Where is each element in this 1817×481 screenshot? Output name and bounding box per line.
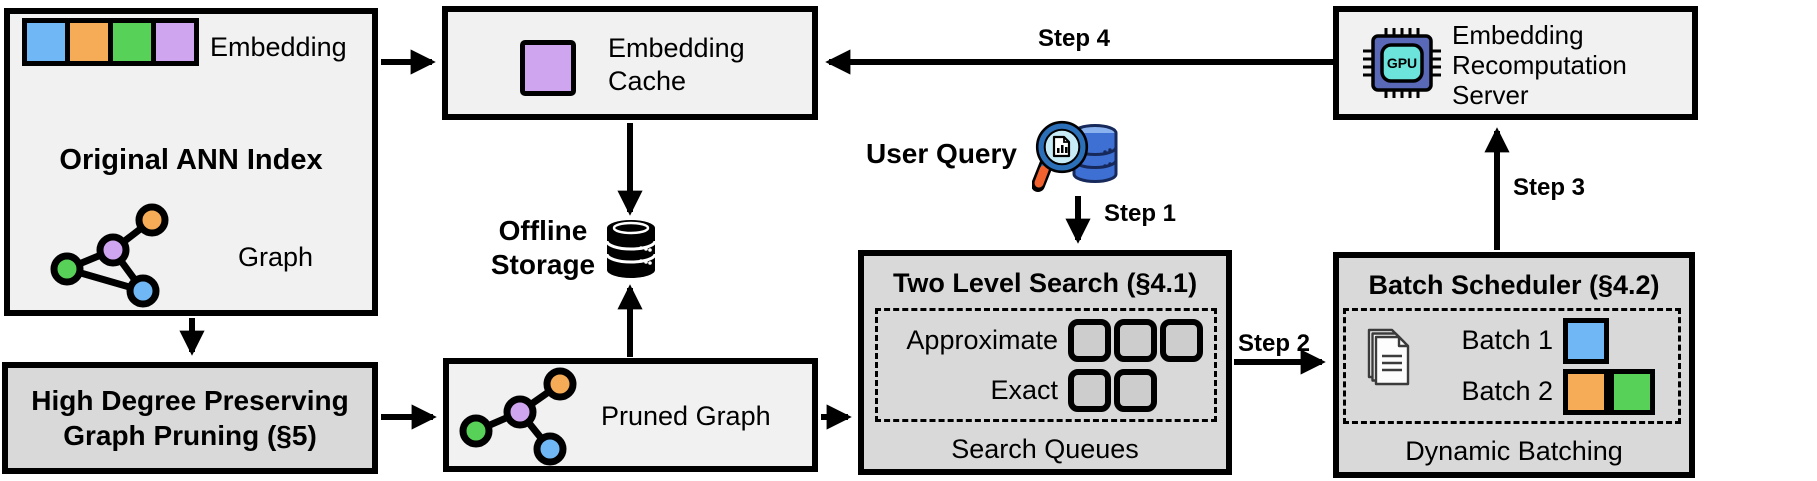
approximate-label: Approximate [906, 324, 1058, 355]
queue-slot [1068, 318, 1111, 362]
exact-label: Exact [990, 374, 1058, 405]
graph-icon [50, 203, 169, 308]
exact-queue-slots [1068, 368, 1157, 412]
graph-pruning-box: High Degree Preserving Graph Pruning (§5… [2, 362, 378, 474]
user-query-label: User Query [866, 138, 1017, 169]
exact-queue-row: Exact [886, 368, 1206, 412]
embedding-recomputation-server-box: GPU Embedding Recomputation Server [1333, 6, 1698, 120]
ann-index-title: Original ANN Index [59, 144, 323, 176]
orange-cell [1563, 368, 1609, 415]
batch2-label: Batch 2 [1461, 376, 1553, 406]
cached-embedding-icon [520, 40, 576, 96]
blue-cell [1563, 317, 1609, 364]
user-query-icon [1032, 120, 1118, 192]
dynamic-batching-panel: Batch 1 Batch 2 [1343, 308, 1681, 424]
two-level-search-title: Two Level Search (§4.1) [892, 268, 1198, 298]
embedding-label: Embedding [210, 32, 347, 62]
step4-label: Step 4 [1038, 25, 1111, 52]
orange-cell [70, 23, 113, 61]
gpu-text: GPU [1387, 55, 1417, 71]
original-ann-index-box: Embedding Original ANN Index Graph [4, 8, 378, 316]
green-cell [1609, 368, 1655, 415]
approximate-queue-slots [1068, 318, 1203, 362]
queue-slot [1068, 368, 1111, 412]
green-cell [113, 23, 156, 61]
embedding-vector-icon [22, 18, 199, 66]
batch1-cells [1563, 317, 1609, 364]
purple-cell [156, 23, 194, 61]
queue-slot [1160, 318, 1203, 362]
batch1-row: Batch 1 [1438, 317, 1668, 364]
batch1-label: Batch 1 [1461, 325, 1553, 355]
step2-label: Step 2 [1238, 330, 1311, 357]
approximate-queue-row: Approximate [886, 318, 1206, 362]
queue-slot [1114, 368, 1157, 412]
batch2-cells [1563, 368, 1655, 415]
documents-icon [1367, 328, 1410, 386]
pruned-graph-box: Pruned Graph [443, 358, 818, 472]
batch-scheduler-title: Batch Scheduler (§4.2) [1368, 270, 1660, 300]
two-level-search-box: Two Level Search (§4.1) Approximate Exac… [858, 250, 1232, 475]
search-queues-panel: Approximate Exact [875, 308, 1217, 422]
blue-cell [27, 23, 70, 61]
step1-label: Step 1 [1104, 200, 1177, 227]
recomputation-server-label: Embedding Recomputation Server [1452, 20, 1627, 110]
gpu-icon: GPU [1363, 28, 1441, 98]
batch-scheduler-box: Batch Scheduler (§4.2) Batch 1 Batch 2 [1333, 252, 1695, 478]
dynamic-batching-caption: Dynamic Batching [1405, 436, 1623, 466]
graph-pruning-label: High Degree Preserving Graph Pruning (§5… [31, 385, 349, 451]
search-queues-caption: Search Queues [951, 434, 1139, 464]
pruned-graph-label: Pruned Graph [601, 401, 771, 431]
pruned-graph-icon [459, 367, 577, 466]
offline-storage-icon [605, 220, 657, 278]
embedding-cache-box: Embedding Cache [442, 6, 818, 120]
queue-slot [1114, 318, 1157, 362]
step3-label: Step 3 [1513, 174, 1586, 201]
graph-label: Graph [238, 242, 314, 272]
offline-storage-label: Offline Storage [490, 215, 596, 280]
embedding-cache-label: Embedding Cache [608, 33, 745, 96]
batch2-row: Batch 2 [1438, 368, 1668, 415]
